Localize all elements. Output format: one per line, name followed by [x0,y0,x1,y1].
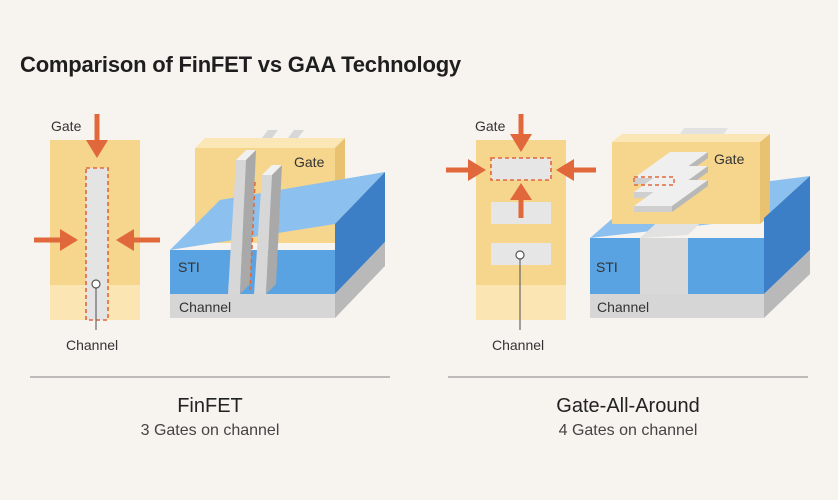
gaa-name: Gate-All-Around [556,395,700,417]
gaa-sheet-1 [491,158,551,180]
finfet-iso-sti-front [170,250,335,294]
finfet-channel-marker [91,279,101,289]
finfet-iso-gate-top [195,138,345,148]
gaa-iso-channel-front-mid [640,238,688,294]
finfet-arrow-left [34,229,78,251]
gaa-cross-gate-label: Gate [475,118,506,134]
gaa-iso-gate-label: Gate [714,151,745,167]
finfet-isometric: Gate STI Channel [170,130,385,318]
gaa-iso-sti-side [764,176,810,294]
gaa-iso-sheet-3 [634,180,708,212]
gaa-iso-sheet-outline [633,176,675,186]
gaa-iso-sti-front-right [688,238,764,294]
gaa-arrow-right [556,159,596,181]
finfet-name: FinFET [177,395,243,417]
finfet-cross-section: Gate Channel [34,114,160,353]
finfet-iso-channel-side [335,242,385,318]
finfet-iso-sti-label: STI [178,259,200,275]
gaa-channel-marker [515,250,525,260]
gaa-iso-gate-top [612,134,770,142]
finfet-fin-outline [85,167,109,321]
gaa-isometric: Gate STI Channel [590,128,810,318]
finfet-iso-gate-label: Gate [294,154,325,170]
finfet-subtitle: 3 Gates on channel [140,422,280,439]
finfet-arrow-right [116,229,160,251]
page-title: Comparison of FinFET vs GAA Technology [20,52,461,77]
gaa-arrow-top [510,114,532,152]
gaa-iso-gate-side [760,134,770,224]
finfet-cross-channel-label: Channel [66,337,118,353]
finfet-fin [86,168,108,320]
gaa-iso-channel-label: Channel [597,299,649,315]
gaa-arrow-bottom [510,183,532,218]
gaa-cross-channel-label: Channel [492,337,544,353]
finfet-cross-gate-label: Gate [51,118,82,134]
gaa-iso-channel-side [764,250,810,318]
gaa-sheet-1-outline [490,157,552,181]
gaa-iso-sti-label: STI [596,259,618,275]
gaa-cross-section: Gate Channel [446,114,596,353]
finfet-iso-channel-label: Channel [179,299,231,315]
gaa-gate-base [476,285,566,320]
finfet-iso-sti-side [335,172,385,294]
gaa-subtitle: 4 Gates on channel [558,422,698,439]
gaa-iso-sti-front-left [590,238,640,294]
finfet-arrow-top [86,114,108,158]
gaa-iso-channel-front [590,294,764,318]
finfet-iso-channel-front [170,294,335,318]
gaa-arrow-left [446,159,486,181]
